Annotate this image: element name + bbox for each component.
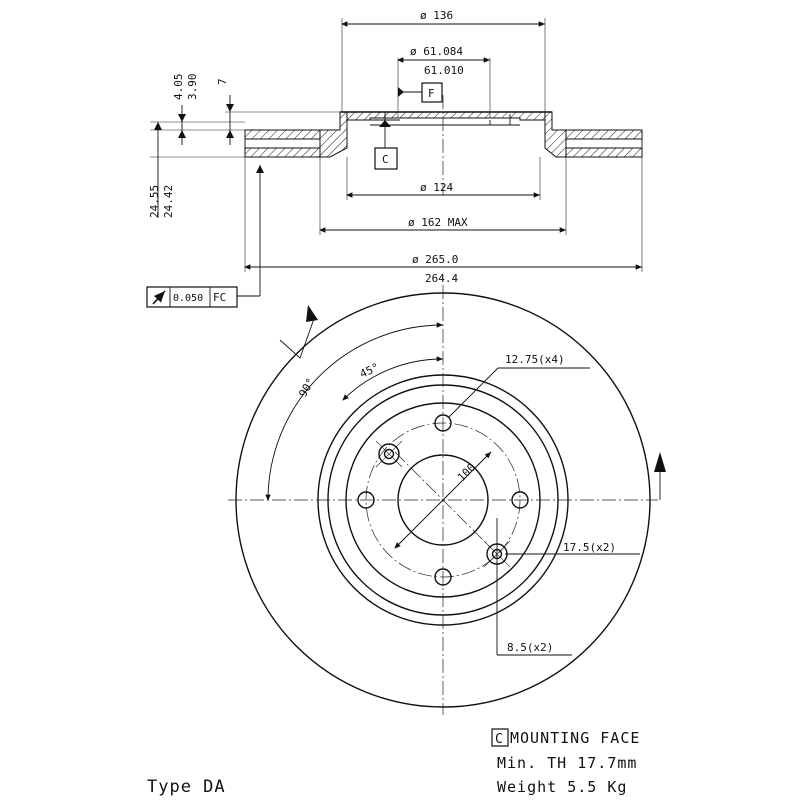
mounting-face-symbol: C bbox=[495, 732, 504, 747]
angle-45-label: 45° bbox=[358, 361, 382, 381]
dim-d136: ø 136 bbox=[420, 9, 453, 22]
disc-face-view: 90° 45° 100 12.75(x4) 17.5(x2) 8.5(x2) bbox=[228, 285, 666, 715]
holes-175-label: 17.5(x2) bbox=[563, 541, 616, 554]
angle-90-label: 90° bbox=[296, 376, 317, 400]
right-friction-plate-top bbox=[565, 129, 643, 140]
tolerance-frame bbox=[146, 286, 238, 308]
stud-hole-right bbox=[511, 491, 529, 509]
hat-wall-left bbox=[319, 111, 348, 158]
left-friction-plate-bottom bbox=[244, 147, 321, 158]
dim-d162-max: ø 162 MAX bbox=[408, 216, 468, 229]
dim-h405: 4.05 bbox=[172, 74, 185, 101]
stud-hole-bottom bbox=[434, 568, 452, 586]
weight-note: Weight 5.5 Kg bbox=[497, 778, 627, 796]
dim-d61-084: ø 61.084 bbox=[410, 45, 463, 58]
hub-face bbox=[346, 111, 546, 121]
hat-wall-right bbox=[544, 111, 567, 158]
pcd-100-label: 100 bbox=[455, 461, 478, 484]
right-friction-plate-bottom bbox=[565, 147, 643, 158]
datum-c-label: C bbox=[382, 153, 389, 166]
dim-d265: ø 265.0 bbox=[412, 253, 458, 266]
left-friction-plate-top bbox=[244, 129, 321, 140]
dim-h390: 3.90 bbox=[186, 74, 199, 101]
holes-85-label: 8.5(x2) bbox=[507, 641, 553, 654]
dim-h7: 7 bbox=[216, 78, 229, 85]
datum-f-box bbox=[421, 82, 443, 103]
type-label: Type DA bbox=[147, 777, 226, 797]
runout-arrow-icon bbox=[152, 290, 166, 305]
datum-c-box bbox=[374, 147, 398, 170]
direction-arrow-icon bbox=[654, 452, 666, 472]
rotation-arrow-icon bbox=[306, 305, 318, 322]
dim-d124: ø 124 bbox=[420, 181, 453, 194]
dim-d61-010: 61.010 bbox=[424, 64, 464, 77]
mounting-face-box bbox=[491, 728, 509, 747]
min-thickness-note: Min. TH 17.7mm bbox=[497, 754, 637, 772]
drawing-notes: C MOUNTING FACE Min. TH 17.7mm Weight 5.… bbox=[147, 728, 640, 797]
disc-side-profile: ø 136 ø 61.084 61.010 F C ø 124 ø 162 MA… bbox=[146, 9, 643, 308]
holes-1275-label: 12.75(x4) bbox=[505, 353, 565, 366]
dim-th2442: 24.42 bbox=[162, 185, 175, 218]
mounting-face-note: MOUNTING FACE bbox=[510, 729, 640, 747]
dim-d264-4: 264.4 bbox=[425, 272, 458, 285]
tolerance-datum: FC bbox=[213, 291, 226, 304]
tolerance-value: 0.050 bbox=[173, 293, 203, 304]
dim-th2455: 24.55 bbox=[148, 185, 161, 218]
datum-f-label: F bbox=[428, 87, 435, 100]
